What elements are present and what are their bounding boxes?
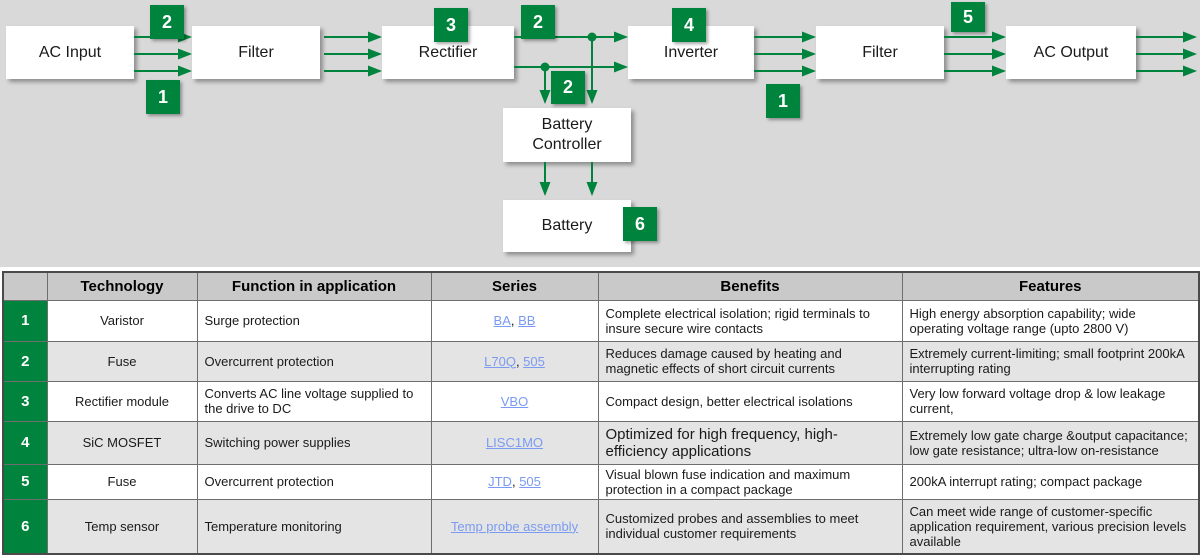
series-cell: JTD, 505 (430, 463, 599, 500)
row-number: 1 (2, 299, 48, 342)
features-cell: Extremely low gate charge &output capaci… (901, 420, 1200, 465)
series-link[interactable]: JTD (488, 474, 512, 489)
column-header-features: Features (901, 271, 1200, 301)
series-link[interactable]: 505 (523, 353, 545, 369)
step-badge-2: 2 (150, 5, 184, 39)
series-cell: VBO (430, 380, 599, 422)
benefits-cell: Complete electrical isolation; rigid ter… (597, 299, 903, 342)
table-row: 1 Varistor Surge protection BA, BB Compl… (2, 299, 1200, 342)
series-link[interactable]: 505 (519, 474, 541, 489)
benefits-cell: Visual blown fuse indication and maximum… (597, 463, 903, 500)
features-cell: Very low forward voltage drop & low leak… (901, 380, 1200, 422)
table-row: 5 Fuse Overcurrent protection JTD, 505 V… (2, 463, 1200, 500)
series-cell: Temp probe assembly (430, 498, 599, 555)
table-row: 4 SiC MOSFET Switching power supplies LI… (2, 420, 1200, 465)
row-number: 6 (2, 498, 48, 555)
technology-cell: Temp sensor (46, 498, 198, 555)
benefits-cell: Compact design, better electrical isolat… (597, 380, 903, 422)
column-header-function: Function in application (196, 271, 432, 301)
step-badge-4: 4 (672, 8, 706, 42)
features-cell: Extremely current-limiting; small footpr… (901, 340, 1200, 382)
block-battery: Battery (503, 200, 631, 252)
function-cell: Overcurrent protection (196, 340, 432, 382)
column-header-benefits: Benefits (597, 271, 903, 301)
row-number: 5 (2, 463, 48, 500)
header-row: Technology Function in application Serie… (2, 271, 1200, 301)
table-row: 2 Fuse Overcurrent protection L70Q, 505 … (2, 340, 1200, 382)
column-header-technology: Technology (46, 271, 198, 301)
step-badge-3: 3 (434, 8, 468, 42)
function-cell: Temperature monitoring (196, 498, 432, 555)
series-cell: BA, BB (430, 299, 599, 342)
step-badge-2b: 2 (521, 5, 555, 39)
function-cell: Surge protection (196, 299, 432, 342)
series-cell: L70Q, 505 (430, 340, 599, 382)
function-cell: Overcurrent protection (196, 463, 432, 500)
step-badge-1b: 1 (766, 84, 800, 118)
step-badge-1: 1 (146, 80, 180, 114)
table-row: 3 Rectifier module Converts AC line volt… (2, 380, 1200, 422)
row-number: 2 (2, 340, 48, 382)
series-cell: LISC1MO (430, 420, 599, 465)
series-link[interactable]: Temp probe assembly (450, 518, 579, 534)
features-cell: High energy absorption capability; wide … (901, 299, 1200, 342)
benefits-cell: Reduces damage caused by heating and mag… (597, 340, 903, 382)
benefits-cell: Customized probes and assemblies to meet… (597, 498, 903, 555)
block-filter-2: Filter (816, 26, 944, 79)
technology-cell: Rectifier module (46, 380, 198, 422)
series-link[interactable]: LISC1MO (485, 435, 544, 450)
series-link[interactable]: BA (493, 313, 511, 328)
function-cell: Switching power supplies (196, 420, 432, 465)
step-badge-6: 6 (623, 207, 657, 241)
column-header-number (2, 271, 48, 301)
features-cell: Can meet wide range of customer-specific… (901, 498, 1200, 555)
block-filter-1: Filter (192, 26, 320, 79)
technology-cell: Fuse (46, 340, 198, 382)
row-number: 3 (2, 380, 48, 422)
block-battery-controller: Battery Controller (503, 108, 631, 162)
block-ac-input: AC Input (6, 26, 134, 79)
step-badge-5: 5 (951, 2, 985, 32)
series-link[interactable]: BB (518, 313, 536, 328)
block-ac-output: AC Output (1006, 26, 1136, 79)
row-number: 4 (2, 420, 48, 465)
series-link[interactable]: VBO (500, 393, 529, 409)
technology-table: Technology Function in application Serie… (2, 271, 1200, 555)
table-row: 6 Temp sensor Temperature monitoring Tem… (2, 498, 1200, 555)
power-flow-diagram: AC Input Filter Rectifier Inverter Filte… (0, 0, 1200, 267)
step-badge-2c: 2 (551, 71, 585, 104)
benefits-cell: Optimized for high frequency, high-effic… (597, 420, 903, 465)
function-cell: Converts AC line voltage supplied to the… (196, 380, 432, 422)
column-header-series: Series (430, 271, 599, 301)
features-cell: 200kA interrupt rating; compact package (901, 463, 1200, 500)
technology-cell: SiC MOSFET (46, 420, 198, 465)
technology-cell: Fuse (46, 463, 198, 500)
series-link[interactable]: L70Q (484, 353, 516, 369)
technology-cell: Varistor (46, 299, 198, 342)
